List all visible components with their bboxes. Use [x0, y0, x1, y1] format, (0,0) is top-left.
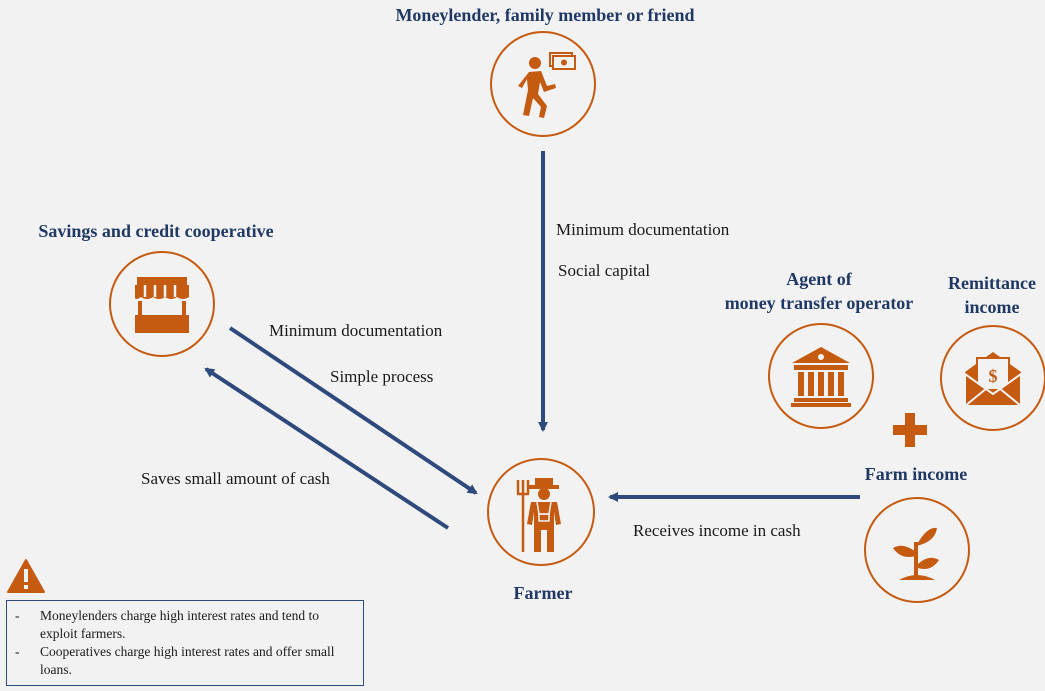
- market-stall-icon: [135, 277, 189, 333]
- envelope-with-dollar-icon: $: [964, 352, 1022, 407]
- warning-note-box: -Moneylenders charge high interest rates…: [6, 600, 364, 686]
- agent-title-line2: money transfer operator: [724, 293, 914, 313]
- edge-label-social-capital: Social capital: [558, 261, 651, 280]
- remittance-title-line2: income: [964, 297, 1020, 317]
- remittance-title-line1: Remittance: [948, 273, 1036, 293]
- farmer-node: [487, 458, 595, 566]
- arrow-farmer-to-cooperative: [204, 367, 450, 530]
- edge-label-coop-documentation: Minimum documentation: [269, 321, 443, 340]
- agent-title-line1: Agent of: [786, 269, 852, 289]
- farm-income-title: Farm income: [864, 464, 968, 484]
- seedling-plant-icon: [893, 527, 939, 580]
- farm-income-node: [864, 497, 970, 603]
- farmer-with-pitchfork-icon: [516, 478, 561, 552]
- person-walking-with-cash-icon: [518, 52, 576, 118]
- farmer-title: Farmer: [513, 583, 573, 603]
- warning-triangle-icon: [6, 558, 46, 594]
- cooperative-title: Savings and credit cooperative: [38, 221, 274, 241]
- warning-item: -Moneylenders charge high interest rates…: [15, 608, 320, 641]
- edge-label-saves-cash: Saves small amount of cash: [141, 469, 330, 488]
- edge-label-ml-documentation: Minimum documentation: [556, 220, 730, 239]
- moneylender-title: Moneylender, family member or friend: [395, 5, 695, 25]
- remittance-node: $: [940, 325, 1045, 431]
- plus-sign: [892, 412, 928, 448]
- agent-node: [768, 323, 874, 429]
- edge-label-receives-income: Receives income in cash: [633, 521, 801, 540]
- bullet-dash: -: [15, 608, 20, 623]
- agent-title: Agent of money transfer operator: [706, 267, 932, 315]
- bullet-dash: -: [15, 644, 20, 659]
- bank-building-icon: [791, 347, 851, 407]
- warning-item: -Cooperatives charge high interest rates…: [15, 644, 335, 677]
- svg-text:$: $: [989, 366, 998, 386]
- moneylender-node: [490, 31, 596, 137]
- remittance-title: Remittance income: [932, 271, 1045, 319]
- edge-label-simple-process: Simple process: [330, 367, 434, 386]
- cooperative-node: [109, 251, 215, 357]
- arrow-cooperative-to-farmer: [228, 326, 478, 495]
